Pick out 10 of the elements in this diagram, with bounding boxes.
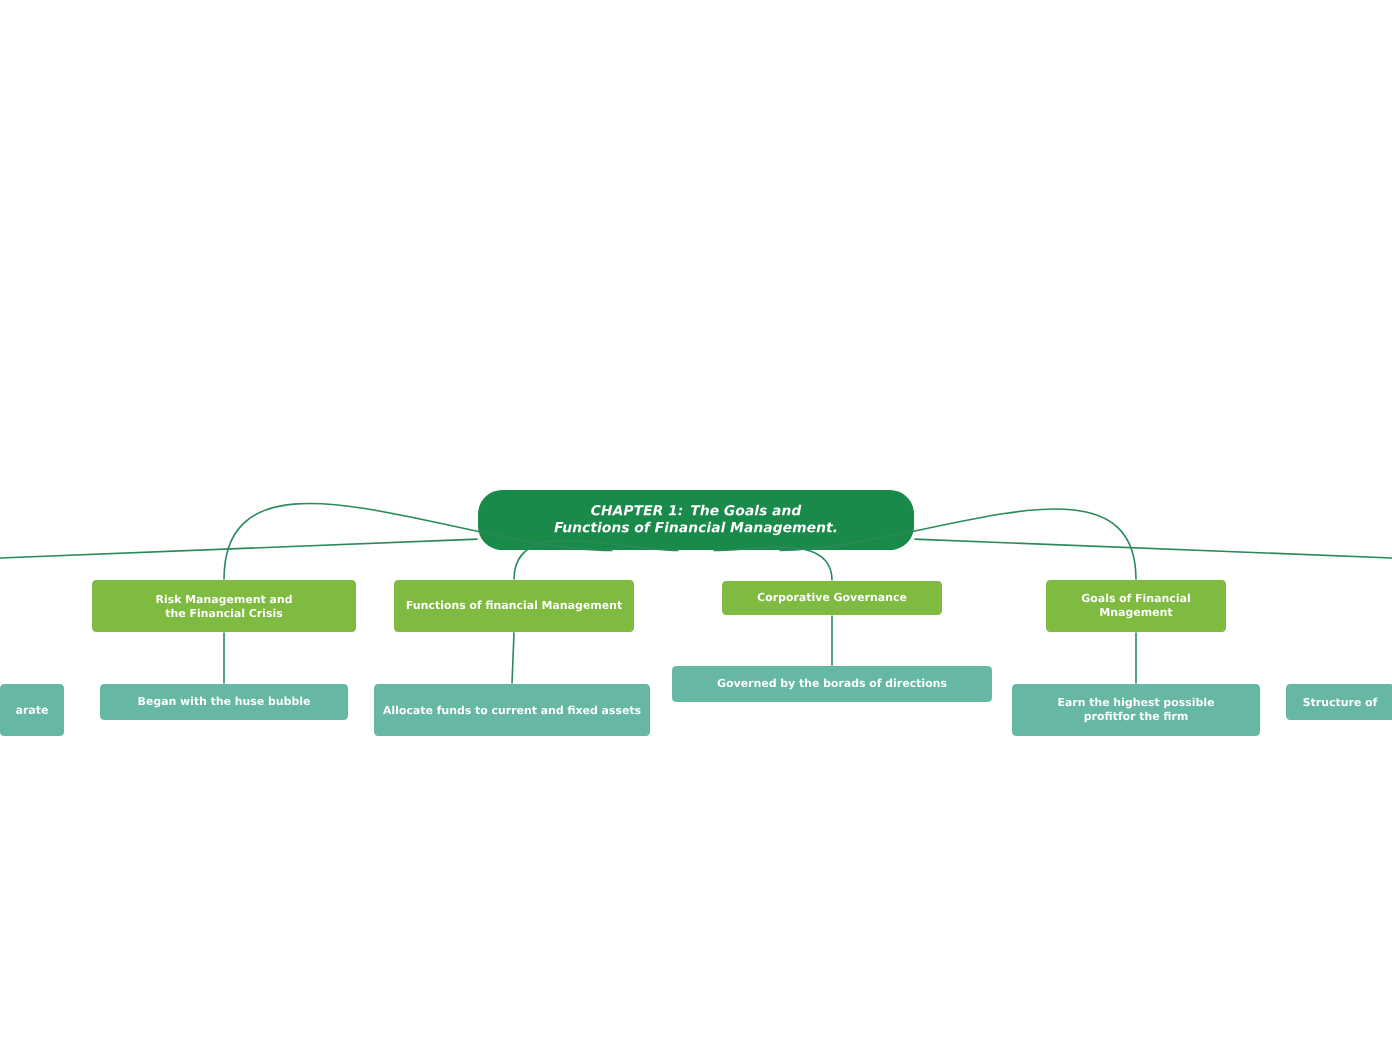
connector	[831, 614, 833, 667]
connector	[778, 508, 1137, 581]
connector	[223, 631, 225, 685]
connector	[513, 539, 680, 581]
connector	[511, 631, 515, 685]
connector	[1135, 631, 1137, 685]
connector	[913, 538, 1392, 559]
connector	[223, 503, 614, 581]
connector	[0, 538, 479, 559]
connector	[712, 546, 833, 582]
